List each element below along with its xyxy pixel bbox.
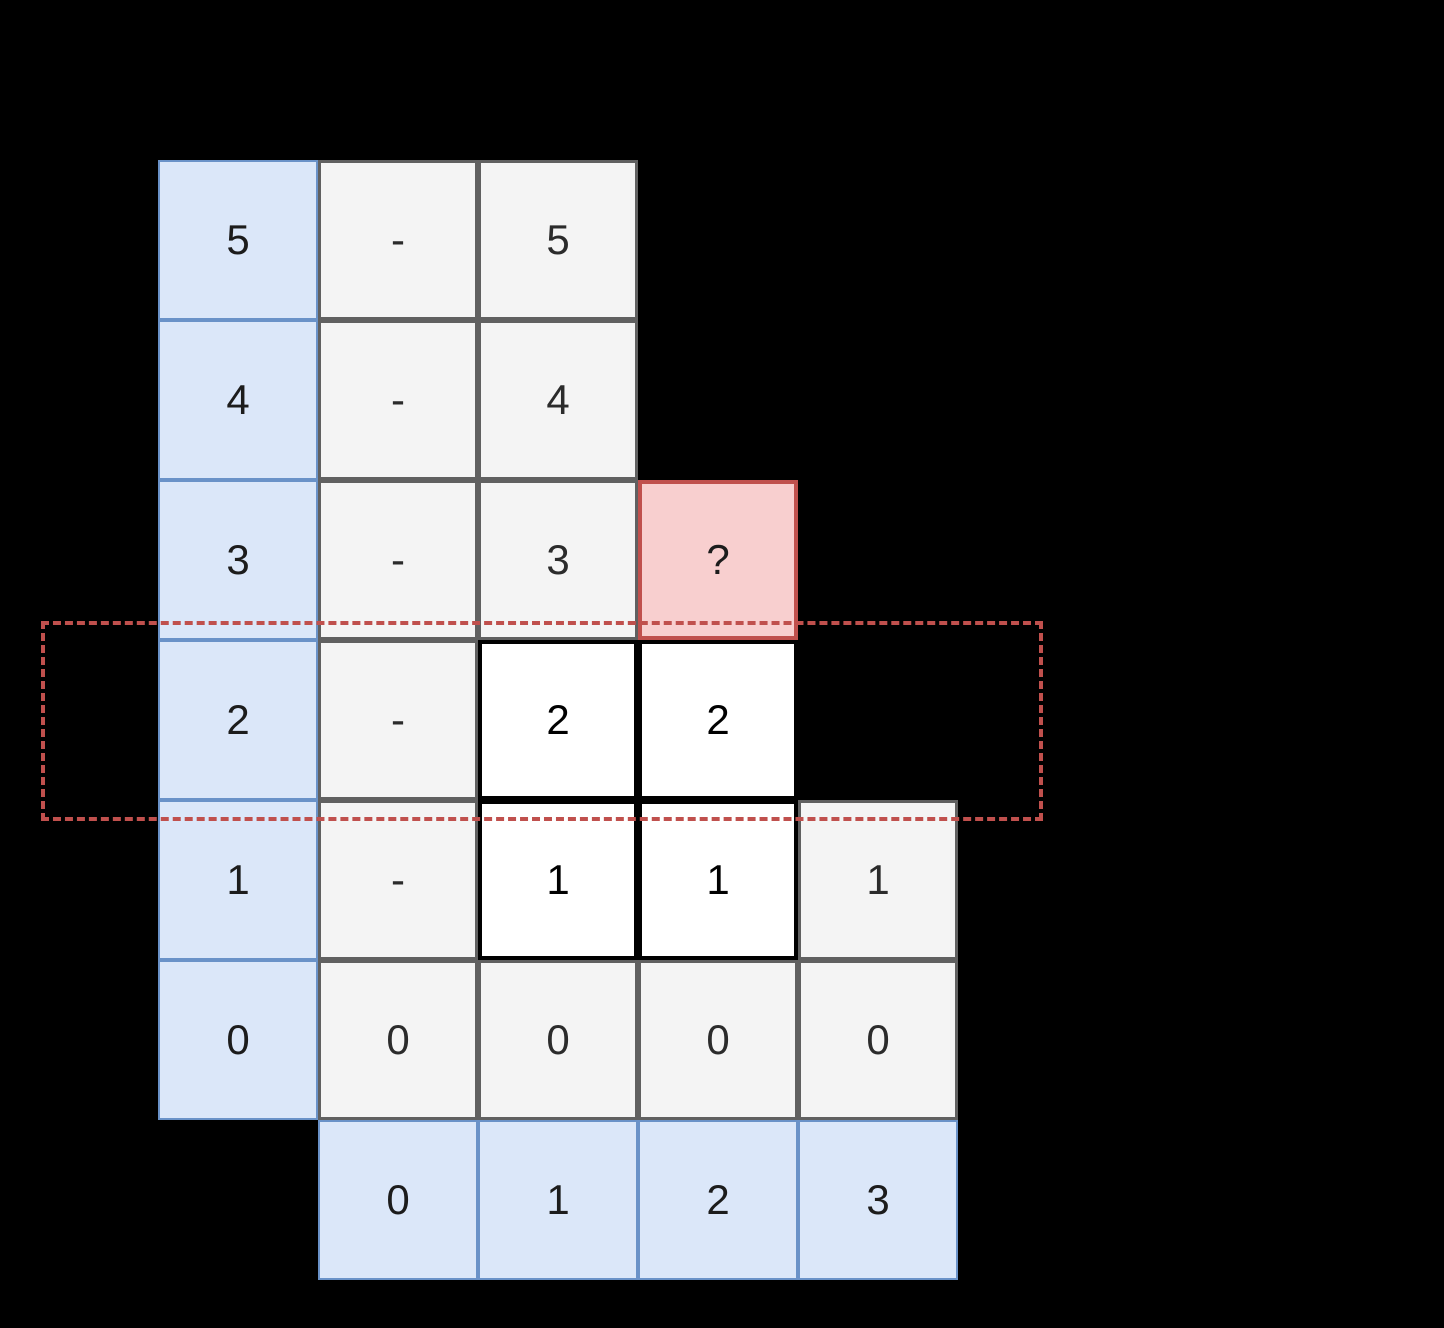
table-cell: 5 (478, 160, 638, 320)
column-header-cell: 1 (478, 1120, 638, 1280)
window-cell: 1 (478, 800, 638, 960)
column-header-cell: 3 (798, 1120, 958, 1280)
table-cell: - (318, 640, 478, 800)
row-header-cell: 5 (158, 160, 318, 320)
row-header-cell: 4 (158, 320, 318, 480)
row-header-cell: 1 (158, 800, 318, 960)
table-cell: - (318, 800, 478, 960)
table-cell: 0 (318, 960, 478, 1120)
table-cell: 0 (638, 960, 798, 1120)
table-cell: 4 (478, 320, 638, 480)
window-cell: 2 (478, 640, 638, 800)
row-header-cell: 2 (158, 640, 318, 800)
column-header-cell: 2 (638, 1120, 798, 1280)
query-cell: ? (638, 480, 798, 640)
table-cell: - (318, 480, 478, 640)
row-header-cell: 0 (158, 960, 318, 1120)
window-cell: 2 (638, 640, 798, 800)
window-cell: 1 (638, 800, 798, 960)
table-cell: 0 (798, 960, 958, 1120)
row-header-cell: 3 (158, 480, 318, 640)
table-cell: - (318, 160, 478, 320)
table-cell: - (318, 320, 478, 480)
table-cell: 3 (478, 480, 638, 640)
table-cell: 0 (478, 960, 638, 1120)
table-cell: 1 (798, 800, 958, 960)
column-header-cell: 0 (318, 1120, 478, 1280)
